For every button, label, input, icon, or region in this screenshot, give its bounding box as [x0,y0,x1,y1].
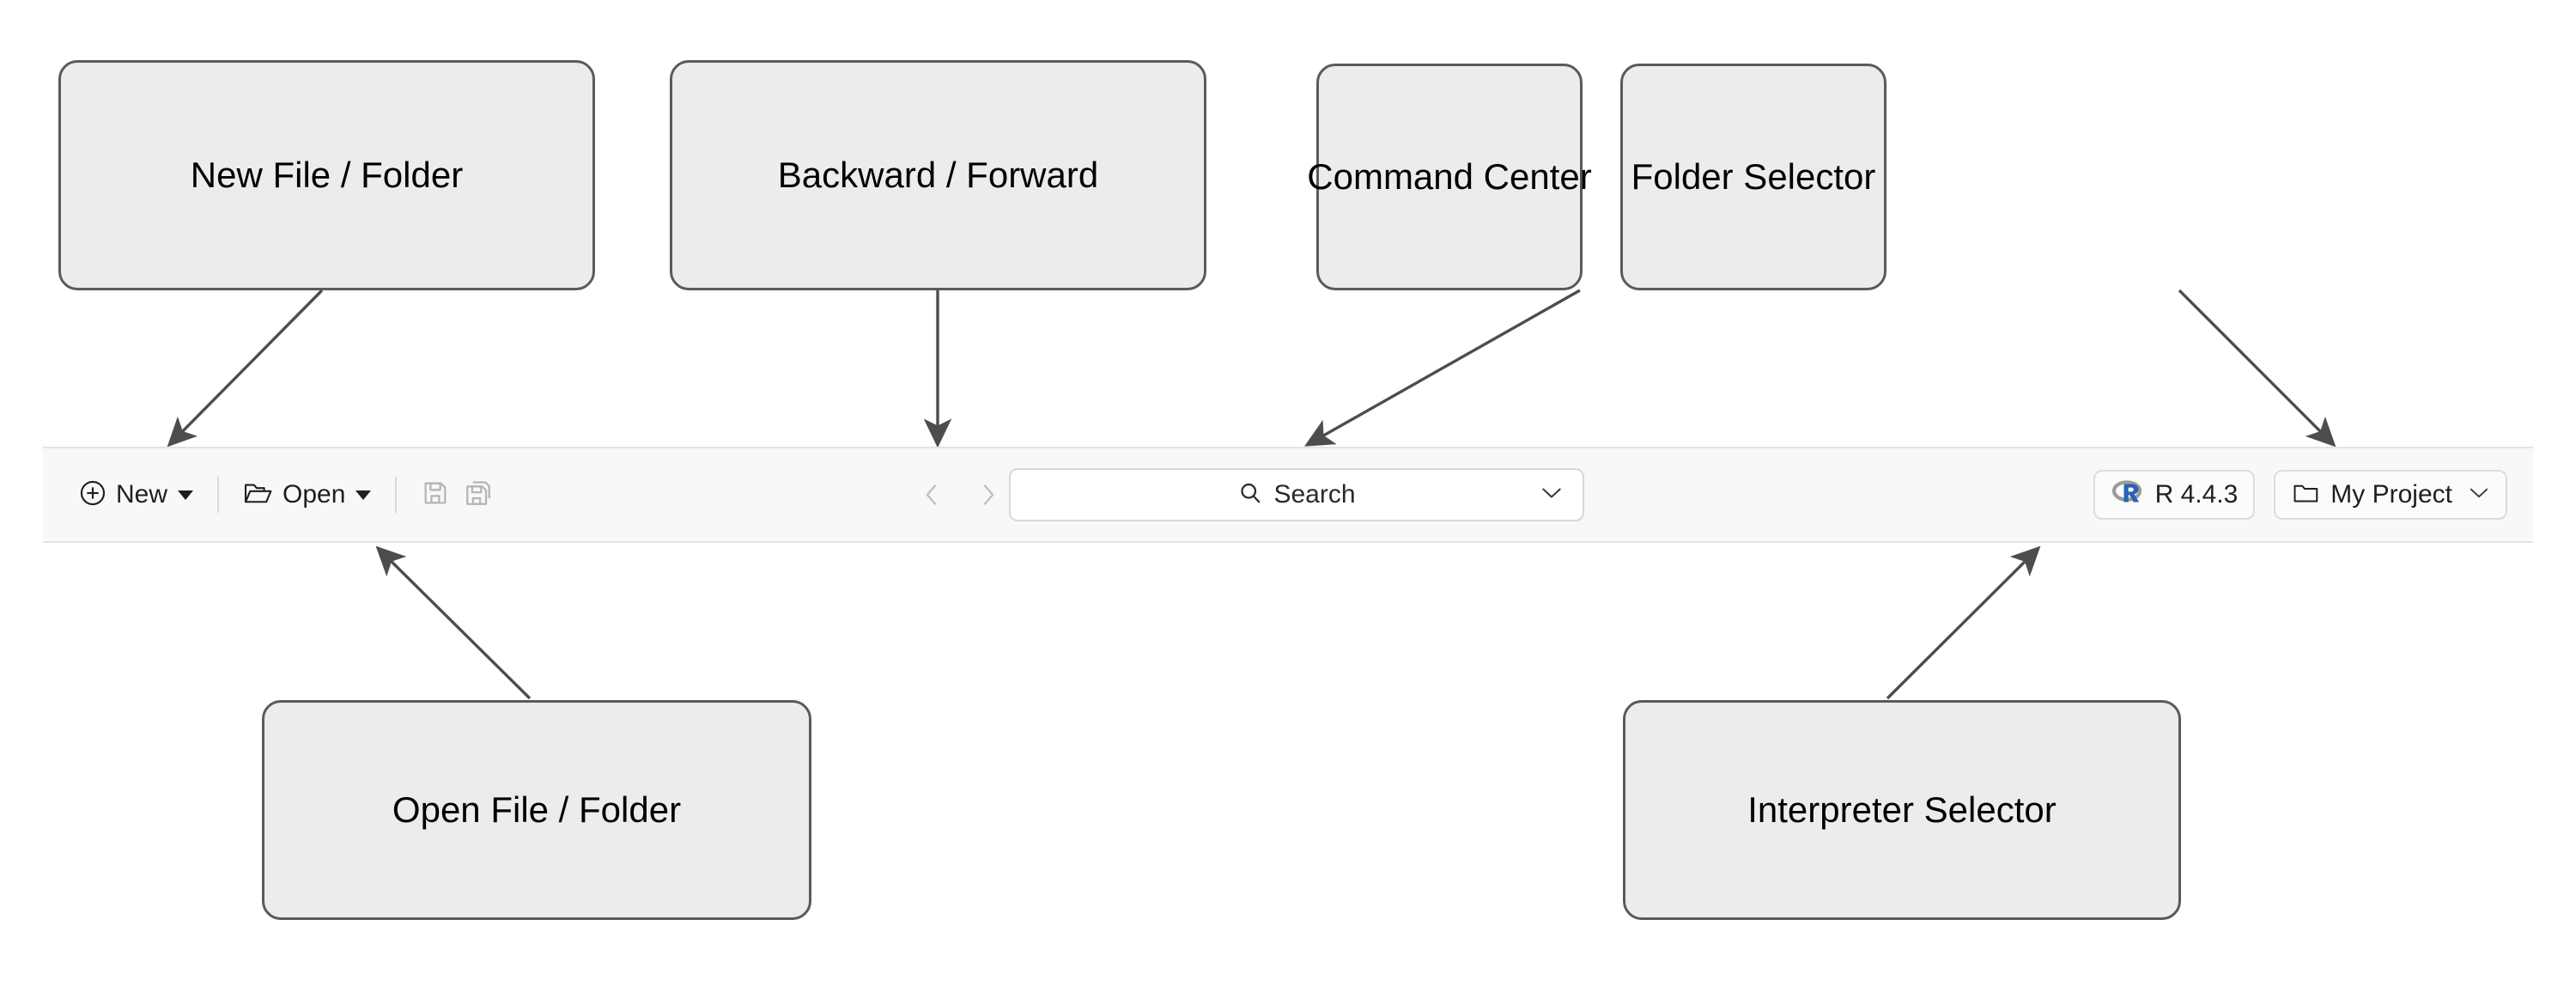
toolbar-separator [217,477,220,513]
save-icon [421,478,450,512]
save-all-icon [464,478,493,512]
chevron-down-icon[interactable] [1540,485,1564,505]
folder-icon [2291,480,2320,510]
interpreter-selector-button[interactable]: R 4.4.3 [2093,470,2256,520]
arrow-new-file-folder [167,289,324,448]
toolbar-separator [395,477,398,513]
new-button[interactable]: New [71,473,200,517]
open-button-label: Open [283,480,346,509]
callout-label: Folder Selector [1631,156,1876,197]
command-center-content: Search [1237,480,1356,510]
interpreter-selector-label: R 4.4.3 [2154,480,2239,509]
navigation-group [912,475,1008,515]
new-button-label: New [116,480,168,509]
forward-button[interactable] [969,475,1008,515]
open-button[interactable]: Open [236,473,378,517]
callout-label: Open File / Folder [392,789,682,830]
editor-toolbar: New Open [43,447,2533,543]
arrow-command-center [1304,289,1581,447]
plus-circle-icon [78,478,107,512]
callout-open-file-folder: Open File / Folder [262,700,811,920]
save-all-button[interactable] [457,473,500,517]
backward-button[interactable] [912,475,951,515]
folder-selector-button[interactable]: My Project [2274,470,2507,520]
toolbar-center-group: Search [500,468,2093,521]
arrow-folder-selector [2178,289,2336,448]
callout-label: Command Center [1307,156,1592,197]
toolbar-left-group: New Open [43,473,500,517]
callout-folder-selector: Folder Selector [1620,64,1886,290]
callout-command-center: Command Center [1307,64,1592,290]
callout-backward-forward: Backward / Forward [670,60,1206,290]
toolbar-right-group: R 4.4.3 My Project [2093,470,2533,520]
arrow-interpreter-selector [1886,545,2041,700]
callout-label: New File / Folder [190,155,464,195]
chevron-down-icon [178,490,194,500]
command-center-placeholder: Search [1273,480,1356,509]
chevron-down-icon [355,490,372,500]
callout-new-file-folder: New File / Folder [58,60,595,290]
folder-selector-label: My Project [2330,480,2452,509]
open-folder-icon [243,478,274,512]
callout-label: Backward / Forward [777,155,1099,195]
save-button[interactable] [414,473,457,517]
callout-interpreter-selector: Interpreter Selector [1623,700,2181,920]
callout-label: Interpreter Selector [1747,789,2057,830]
r-logo-icon [2111,479,2145,511]
chevron-down-icon[interactable] [2468,485,2490,504]
arrow-open-file-folder [375,545,532,700]
command-center-search[interactable]: Search [1008,468,1584,521]
search-icon [1237,480,1263,510]
